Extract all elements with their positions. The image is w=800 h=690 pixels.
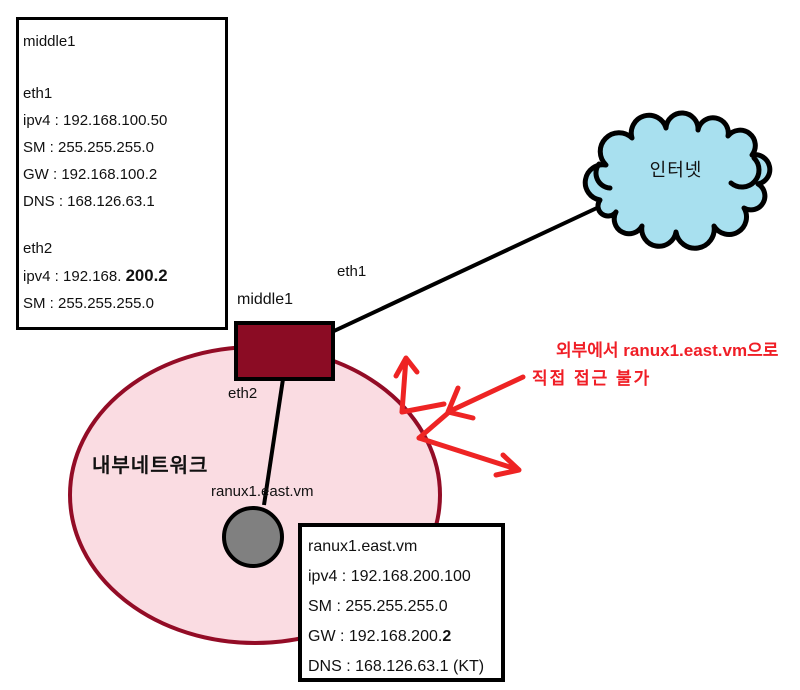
blocked-annotation-line1: 외부에서 ranux1.east.vm으로 <box>556 341 779 360</box>
bounce-arrow-up-icon <box>393 355 420 415</box>
middle1-info-box: middle1 eth1 ipv4 : 192.168.100.50 SM : … <box>16 17 228 330</box>
blocked-annotation-line2: 직접 접근 불가 <box>532 369 652 388</box>
eth1-link-label: eth1 <box>337 263 367 280</box>
router-rect <box>234 321 335 381</box>
vm-info-gw: GW : 192.168.200.2 <box>308 622 501 652</box>
middle1-eth1-gw: GW : 192.168.100.2 <box>23 166 158 183</box>
internet-cloud-label: 인터넷 <box>649 160 703 180</box>
vm-info-ipv4: ipv4 : 192.168.200.100 <box>308 568 471 585</box>
vm-info-sm: SM : 255.255.255.0 <box>308 598 448 615</box>
internal-network-label: 내부네트워크 <box>92 455 209 477</box>
middle1-eth1-ipv4: ipv4 : 192.168.100.50 <box>23 112 168 129</box>
vm-info-title: ranux1.east.vm <box>308 538 418 555</box>
blocked-access-arrows <box>393 355 526 478</box>
vm-node-label: ranux1.east.vm <box>211 483 314 500</box>
vm-info-gw-bold: 2 <box>442 628 452 645</box>
bounce-segment-up-icon <box>416 410 451 441</box>
internet-cloud-shape <box>582 110 773 251</box>
middle1-eth1-sm: SM : 255.255.255.0 <box>23 139 154 156</box>
middle1-eth2-sm: SM : 255.255.255.0 <box>23 295 154 312</box>
cloud-curl-left-icon <box>593 161 613 191</box>
bounce-arrow-downright-icon <box>416 435 522 478</box>
middle1-eth1-dns: DNS : 168.126.63.1 <box>23 193 155 210</box>
eth2-line <box>262 378 285 506</box>
middle1-eth2-heading: eth2 <box>23 240 53 257</box>
router-label: middle1 <box>237 291 294 308</box>
middle1-eth2-ipv4: ipv4 : 192.168. 200.2 <box>23 262 225 290</box>
eth1-line <box>333 205 600 333</box>
middle1-eth2-ipv4-prefix: ipv4 : 192.168. <box>23 268 126 285</box>
eth2-link-label: eth2 <box>228 385 258 402</box>
incoming-arrow-icon <box>445 374 526 421</box>
vm-circle <box>222 506 284 568</box>
middle1-eth1-heading: eth1 <box>23 85 53 102</box>
vm-info-box: ranux1.east.vm ipv4 : 192.168.200.100 SM… <box>298 523 505 682</box>
bounce-segment-right-icon <box>399 401 447 415</box>
vm-info-dns: DNS : 168.126.63.1 (KT) <box>308 658 485 675</box>
cloud-curl-right-icon <box>728 155 762 190</box>
middle1-info-title: middle1 <box>23 33 76 50</box>
vm-info-gw-prefix: GW : 192.168.200. <box>308 628 443 645</box>
middle1-eth2-ipv4-bold: 200.2 <box>125 266 168 285</box>
